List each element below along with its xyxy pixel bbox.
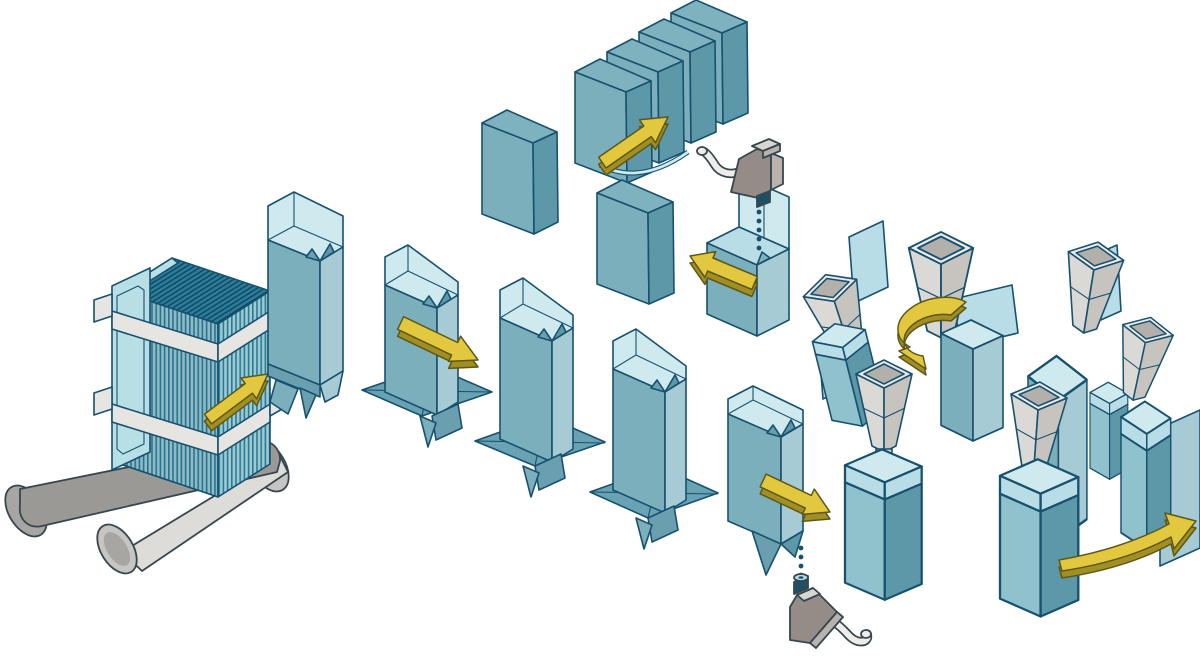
carton-right-face: [664, 378, 687, 514]
front-blank-crease: [116, 285, 145, 455]
glue-gun-side: [770, 152, 784, 191]
carton-corner-wing-right: [780, 419, 796, 438]
flow-arrow-to-magazine-icon: [597, 116, 669, 176]
carton-being-filled-front: [998, 458, 1080, 618]
discharge-arrow-icon: [1058, 512, 1197, 579]
glue-gun-side: [809, 611, 844, 649]
erected-carton-sleeve: [267, 191, 344, 419]
sleeve-bottom-band: [267, 363, 321, 398]
carton-corner-wing-right: [664, 374, 680, 393]
sleeve-left-face: [267, 239, 321, 386]
glue-gun-cap-side: [762, 143, 781, 159]
carton-being-filled-center: [843, 448, 923, 601]
hanging-flap-point: [635, 517, 653, 550]
conveyor-front-roller-face: [103, 532, 131, 566]
hanging-flap-front: [647, 505, 679, 543]
flow-arrow-erect-icon: [396, 315, 479, 370]
bottom-hanging-flap: [751, 530, 782, 576]
bottom-wing-flap: [780, 530, 804, 558]
strap-upper-left-tab: [93, 293, 113, 323]
filling-hopper-center: [855, 359, 913, 467]
glue-gun-nozzle: [756, 190, 771, 208]
carton-right-face: [756, 248, 790, 337]
bottom-glue-gun-icon: [789, 573, 873, 649]
strapped-stack-of-carton-blanks: [93, 257, 285, 498]
bottom-flap-folding-stage-3: [589, 328, 719, 550]
carton-at-top-glue-station: [706, 174, 790, 337]
carton-right-face: [551, 327, 574, 463]
sleeve-bottom-flap-a: [269, 379, 299, 415]
strap-lower-left-tab: [93, 386, 113, 416]
flow-arrow-bottom-glue-icon: [759, 473, 831, 523]
hanging-flap-front: [431, 403, 463, 441]
hanging-flap-point: [522, 465, 540, 498]
flow-arrow-stack-icon: [203, 373, 269, 432]
carton-corner-wing-left: [537, 328, 553, 342]
glue-gun-top: [796, 587, 821, 602]
hopper-far-right: [1122, 316, 1174, 401]
single-closed-carton: [481, 109, 559, 235]
strap-lower-right: [217, 403, 271, 456]
bottom-flap-folding-stage-1: [361, 244, 493, 448]
conveyor-return-belt: [121, 455, 289, 572]
glue-dots-bottom-station: [798, 545, 804, 578]
flow-arrow-top-glue-icon: [689, 250, 759, 298]
hanging-flap-front: [534, 453, 566, 491]
carton-corner-wing-right: [551, 323, 567, 342]
carton-corner-wing-left: [766, 424, 782, 438]
glue-dots-top-station: [756, 209, 762, 251]
sleeve-right-face: [319, 246, 344, 386]
sleeve-bottom-flap-c: [299, 387, 317, 419]
sleeve-bottom-flap-b: [319, 370, 344, 403]
carton-corner-wing-left: [422, 295, 438, 309]
carton-at-bottom-glue-station: [727, 385, 804, 576]
carton-corner-wing-left: [650, 379, 666, 393]
carton-corner-wing-right: [436, 290, 452, 309]
bottom-flap-folding-stage-2: [474, 277, 606, 498]
open-top-carton-a: [940, 319, 1004, 442]
hopper-upright-right: [1067, 241, 1125, 334]
rotation-arrow-icon: [897, 296, 967, 376]
sleeve-corner-wing-right: [319, 243, 335, 262]
top-glue-gun-icon: [696, 138, 784, 208]
carton-being-lifted: [596, 179, 675, 305]
sleeve-corner-wing-left: [305, 248, 321, 262]
hanging-flap-point: [419, 415, 437, 448]
